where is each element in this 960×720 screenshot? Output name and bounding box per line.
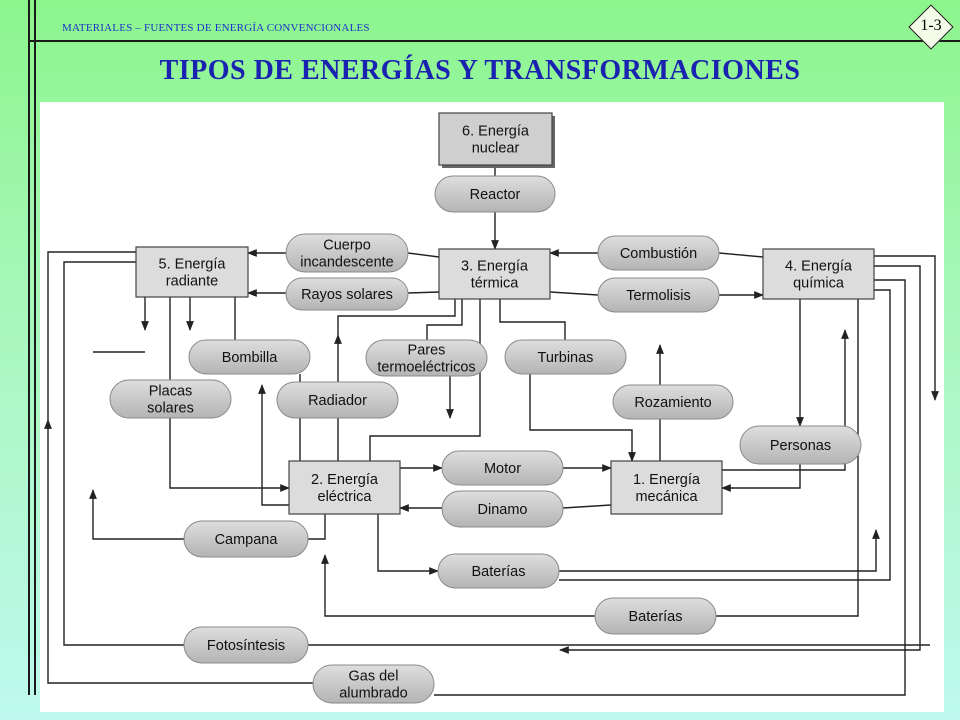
energy-box-radiante [135,246,249,298]
energy-box-electrica [288,460,401,515]
connector-quimica-right-4 [559,289,891,581]
energy-box-termica-label-1: 3. Energía [461,259,529,275]
process-pill-placas-label-2: solares [147,401,194,417]
process-pill-radiador [276,381,399,419]
process-pill-personas [739,425,862,465]
connector-termica-radiador [337,299,456,335]
process-pill-turbinas [504,339,627,375]
process-pill-rozamiento-label-1: Rozamiento [634,395,711,411]
energy-box-termica-label-2: térmica [471,276,519,292]
energy-box-electrica-label-1: 2. Energía [311,472,379,488]
connector-radiante-outer-left [47,251,136,420]
energy-box-nuclear-label-2: nuclear [472,141,520,157]
process-pill-gas-label-1: Gas del [349,669,399,685]
process-pill-pares-label-2: termoeléctricos [377,360,475,376]
process-pill-fotosintesis [183,626,309,664]
process-pill-baterias1 [437,553,560,589]
process-pill-termolisis [597,277,720,313]
page-number: 1-3 [920,17,942,34]
process-pill-pares-label-1: Pares [408,343,446,359]
process-pill-dinamo [441,490,564,528]
energy-box-radiante-label-2: radiante [166,274,218,290]
connector-termica-pares [426,299,463,340]
process-pill-gas-label-2: alumbrado [339,686,408,702]
header-rule [28,40,960,42]
process-pill-cuerpo-label-2: incandescente [300,255,394,271]
process-pill-cuerpo-label-1: Cuerpo [323,238,371,254]
energy-box-quimica-label-2: química [793,276,845,292]
process-pill-combustion [597,235,720,271]
connector-baterias2-electrica [321,554,595,617]
left-rule-outer [28,0,30,695]
process-pill-pares [365,339,488,377]
energy-box-electrica-label-2: eléctrica [318,489,373,505]
connector-quimica-right-2 [559,265,921,654]
process-pill-bombilla-label-1: Bombilla [222,350,279,366]
page-number-badge: 1-3 [908,4,954,50]
connector-termica-rayos [407,291,440,294]
energy-box-radiante-label-1: 5. Energía [159,257,227,273]
connector-mecanica-dinamo [562,504,612,509]
connector-termica-electrica-down [369,299,481,461]
page-title: TIPOS DE ENERGÍAS Y TRANSFORMACIONES [159,55,801,86]
process-pill-campana [183,520,309,558]
process-pill-motor-label-1: Motor [484,461,521,477]
process-pill-placas-label-1: Placas [149,384,193,400]
connector-campana-left [89,489,184,540]
connector-lines [44,165,939,696]
process-pill-cuerpo [285,233,409,273]
process-pill-turbinas-label-1: Turbinas [538,350,594,366]
connector-quimica-combustion [718,252,764,258]
process-pill-rayos [285,277,409,311]
connector-personas-mecanica [721,464,801,492]
process-pill-rozamiento [612,384,734,420]
connector-baterias1-quimica [559,529,880,572]
connector-quimica-right-3 [434,279,906,696]
process-pill-combustion-label-1: Combustión [620,246,697,262]
energy-box-mecanica-label-1: 1. Energía [633,472,701,488]
connector-radiante-fotosintesis [63,261,184,646]
connector-termica-termolisis [549,291,599,296]
connector-termica-cuerpo [407,252,440,258]
process-pill-baterias2 [594,597,717,635]
process-pill-dinamo-label-1: Dinamo [478,502,528,518]
energy-box-quimica [762,248,875,300]
process-pill-termolisis-label-1: Termolisis [626,288,690,304]
process-pill-rayos-label-1: Rayos solares [301,287,393,303]
header-subtitle: MATERIALES – FUENTES DE ENERGÍA CONVENCI… [62,22,370,34]
process-pill-personas-label-1: Personas [770,438,831,454]
process-pill-fotosintesis-label-1: Fotosíntesis [207,638,285,654]
process-pill-campana-label-1: Campana [215,532,279,548]
energy-box-mecanica [610,460,723,515]
connector-gas-left [44,419,313,684]
energy-box-nuclear [438,112,553,166]
energy-box-termica [438,248,551,300]
connector-electrica-campana [308,514,326,540]
connector-quimica-right-1 [874,255,939,401]
connector-termica-turbinas [499,299,566,340]
connector-quimica-baterias2 [716,299,859,617]
connector-electrica-baterias1 [377,514,439,575]
energy-box-mecanica-label-2: mecánica [635,489,698,505]
process-pill-reactor [434,175,556,213]
process-pill-placas [109,379,232,419]
process-pill-baterias2-label-1: Baterías [629,609,683,625]
energy-box-quimica-label-1: 4. Energía [785,259,853,275]
left-rule-inner [34,0,36,695]
process-pill-baterias1-label-1: Baterías [472,564,526,580]
process-pill-bombilla [188,339,311,375]
process-pill-motor [441,450,564,486]
process-pill-reactor-label-1: Reactor [470,187,521,203]
connector-turbinas-mecanica [529,374,636,462]
connector-placas-electrica [169,418,290,492]
connector-electrica-left-up [258,384,289,506]
energy-box-nuclear-label-1: 6. Energía [462,124,530,140]
process-pill-radiador-label-1: Radiador [308,393,367,409]
process-pill-gas [312,664,435,704]
